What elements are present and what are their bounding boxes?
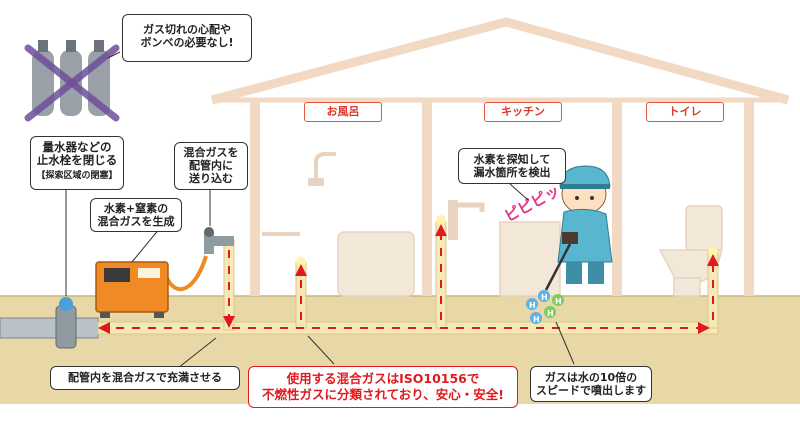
callout-close-valve-note: 【探索区域の閉塞】 xyxy=(36,171,118,181)
house-wall-2 xyxy=(422,100,432,296)
toilet xyxy=(658,205,724,297)
callout-no-cylinder-text: ガス切れの心配や ボンベの必要なし! xyxy=(140,23,234,49)
bubble-label: H xyxy=(533,315,540,324)
callout-fill-text: 配管内を混合ガスで充満させる xyxy=(68,371,222,384)
bubble-label: H xyxy=(529,301,536,310)
gas-cylinders-icon xyxy=(24,40,120,122)
room-label-kitchen: キッチン xyxy=(484,102,562,122)
callout-leaders xyxy=(107,51,575,369)
callout-close-valve: 量水器などの 止水栓を閉じる 【探索区域の閉塞】 xyxy=(30,136,124,190)
house-wall-left xyxy=(250,100,260,296)
callout-detect: 水素を探知して 漏水箇所を検出 xyxy=(458,148,566,184)
callout-speed: ガスは水の10倍の スピードで噴出します xyxy=(530,366,652,402)
callout-speed-text: ガスは水の10倍の スピードで噴出します xyxy=(536,371,646,397)
callout-generate: 水素+窒素の 混合ガスを生成 xyxy=(90,198,182,232)
callout-detect-text: 水素を探知して 漏水箇所を検出 xyxy=(473,153,551,179)
detector-sound-effect: ピピピッ xyxy=(501,181,562,225)
callout-safety: 使用する混合ガスはISO10156で 不燃性ガスに分類されており、安心・安全! xyxy=(248,366,518,408)
house-wall-right xyxy=(744,100,754,296)
callout-no-cylinder: ガス切れの心配や ボンベの必要なし! xyxy=(122,14,252,62)
callout-fill: 配管内を混合ガスで充満させる xyxy=(50,366,240,390)
injection-faucet xyxy=(164,227,234,292)
room-label-bath: お風呂 xyxy=(304,102,382,122)
callout-inject-text: 混合ガスを 配管内に 送り込む xyxy=(183,146,239,185)
house-roof xyxy=(210,17,790,105)
bubble-label: H xyxy=(555,297,562,306)
room-label-toilet: トイレ xyxy=(646,102,724,122)
callout-safety-text: 使用する混合ガスはISO10156で 不燃性ガスに分類されており、安心・安全! xyxy=(262,371,504,402)
house-wall-3 xyxy=(612,100,622,296)
flow-arrows xyxy=(98,224,719,334)
callout-inject: 混合ガスを 配管内に 送り込む xyxy=(174,142,248,190)
callout-generate-text: 水素+窒素の 混合ガスを生成 xyxy=(97,202,175,228)
hydrogen-leak-bubbles: H H H H H xyxy=(526,290,564,324)
callout-close-valve-text: 量水器などの 止水栓を閉じる xyxy=(36,140,118,167)
bathtub xyxy=(337,231,415,297)
bubble-label: H xyxy=(541,293,548,302)
worker-figure xyxy=(544,165,613,291)
shower xyxy=(262,152,336,236)
water-main-valve xyxy=(0,190,99,349)
bubble-label: H xyxy=(547,309,554,318)
gas-generator-machine xyxy=(95,261,169,318)
